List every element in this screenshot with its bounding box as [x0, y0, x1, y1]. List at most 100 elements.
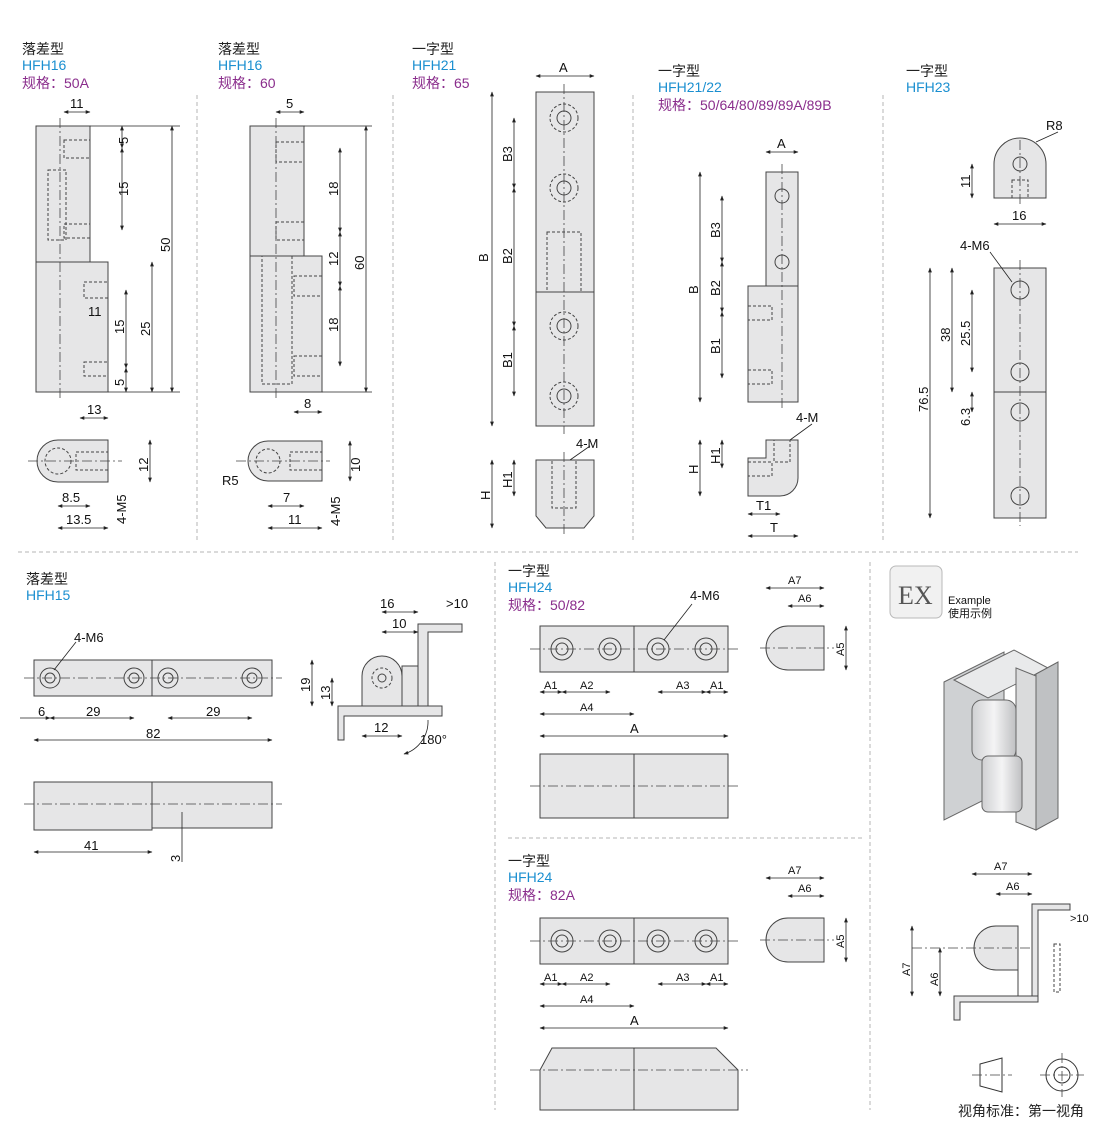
svg-text:规格：50/64/80/89/89A/89B: 规格：50/64/80/89/89A/89B [658, 97, 832, 113]
svg-text:H1: H1 [708, 447, 723, 464]
svg-text:HFH15: HFH15 [26, 587, 71, 603]
panel-hfh16-60: 落差型 HFH16 规格：60 60 18 12 18 5 8 10 R5 7 [218, 41, 372, 530]
svg-text:A3: A3 [676, 972, 689, 984]
svg-text:A6: A6 [1006, 881, 1019, 893]
svg-text:A1: A1 [544, 972, 557, 984]
svg-text:A: A [630, 721, 639, 736]
svg-text:19: 19 [298, 678, 313, 692]
svg-text:A6: A6 [798, 883, 811, 895]
svg-text:18: 18 [326, 318, 341, 332]
svg-text:13.5: 13.5 [66, 512, 91, 527]
svg-text:HFH23: HFH23 [906, 79, 951, 95]
svg-text:落差型: 落差型 [26, 571, 68, 587]
svg-text:H: H [686, 465, 701, 474]
svg-text:4-M5: 4-M5 [114, 494, 129, 524]
svg-text:76.5: 76.5 [916, 387, 931, 412]
svg-text:4-M6: 4-M6 [74, 630, 104, 645]
svg-text:13: 13 [318, 686, 333, 700]
svg-text:A2: A2 [580, 972, 593, 984]
svg-text:180°: 180° [420, 732, 447, 747]
svg-text:8: 8 [304, 396, 311, 411]
panel-separators [18, 95, 1078, 1110]
svg-text:B: B [476, 253, 491, 262]
svg-text:落差型: 落差型 [218, 41, 260, 57]
svg-text:4-M6: 4-M6 [690, 588, 720, 603]
svg-text:50: 50 [158, 238, 173, 252]
svg-text:HFH21/22: HFH21/22 [658, 79, 722, 95]
svg-text:HFH21: HFH21 [412, 57, 457, 73]
svg-text:5: 5 [116, 137, 131, 144]
svg-text:一字型: 一字型 [658, 63, 700, 79]
svg-text:38: 38 [938, 328, 953, 342]
svg-text:16: 16 [380, 596, 394, 611]
svg-text:一字型: 一字型 [508, 853, 550, 869]
svg-text:使用示例: 使用示例 [948, 606, 992, 620]
panel-hfh24-50-82: 一字型 HFH24 规格：50/82 4-M6 A1 A2 A3 A1 A4 A… [508, 563, 848, 819]
svg-text:29: 29 [206, 704, 220, 719]
svg-text:10: 10 [392, 616, 406, 631]
svg-text:A: A [559, 60, 568, 75]
svg-text:7: 7 [283, 490, 290, 505]
svg-text:4-M: 4-M [576, 436, 598, 451]
svg-text:规格：50/82: 规格：50/82 [508, 597, 585, 613]
panel-hfh21-22: 一字型 HFH21/22 规格：50/64/80/89/89A/89B A B … [658, 63, 832, 538]
svg-text:25: 25 [138, 322, 153, 336]
svg-text:6.3: 6.3 [958, 408, 973, 426]
svg-text:Example: Example [948, 595, 991, 607]
svg-text:规格：60: 规格：60 [218, 75, 276, 91]
svg-text:4-M6: 4-M6 [960, 238, 990, 253]
panel-hfh16-50a: 落差型 HFH16 规格：50A 50 5 15 25 15 5 11 11 1… [22, 41, 180, 530]
svg-text:15: 15 [112, 320, 127, 334]
panel-hfh24-82a: 一字型 HFH24 规格：82A A1 A2 A3 A1 A4 A A7 A6 … [508, 853, 848, 1111]
hinge-upper-leaf [35, 125, 91, 263]
hinge-upper-leaf [249, 125, 305, 257]
svg-text:H1: H1 [500, 471, 515, 488]
svg-text:5: 5 [112, 379, 127, 386]
svg-text:一字型: 一字型 [906, 63, 948, 79]
svg-text:15: 15 [116, 182, 131, 196]
svg-text:R5: R5 [222, 473, 239, 488]
svg-text:HFH24: HFH24 [508, 579, 553, 595]
svg-text:4-M5: 4-M5 [328, 496, 343, 526]
svg-text:B2: B2 [708, 280, 723, 296]
svg-text:B: B [686, 285, 701, 294]
svg-text:16: 16 [1012, 208, 1026, 223]
svg-text:A3: A3 [676, 680, 689, 692]
svg-text:B3: B3 [708, 222, 723, 238]
svg-text:A6: A6 [798, 593, 811, 605]
spec-label: 规格：50A [22, 75, 90, 91]
svg-text:11: 11 [70, 96, 84, 111]
example-3d-illustration [943, 649, 1059, 831]
svg-text:12: 12 [136, 458, 151, 472]
model-label: HFH16 [22, 57, 67, 73]
svg-text:3: 3 [168, 855, 183, 862]
svg-text:82: 82 [146, 726, 160, 741]
svg-text:A7: A7 [901, 963, 913, 976]
svg-text:T1: T1 [756, 498, 771, 513]
svg-text:18: 18 [326, 182, 341, 196]
svg-text:A7: A7 [788, 575, 801, 587]
svg-text:25.5: 25.5 [958, 321, 973, 346]
svg-text:B1: B1 [500, 352, 515, 368]
ex-badge [889, 565, 943, 619]
svg-text:13: 13 [87, 402, 101, 417]
panel-hfh21: 一字型 HFH21 规格：65 A B B3 B2 B1 4-M H H1 [412, 41, 598, 536]
svg-text:A1: A1 [544, 680, 557, 692]
svg-text:EX: EX [898, 581, 933, 610]
svg-text:>10: >10 [446, 596, 468, 611]
svg-text:T: T [770, 520, 778, 535]
svg-text:A: A [777, 136, 786, 151]
svg-text:规格：82A: 规格：82A [508, 887, 576, 903]
panel-example: EX Example 使用示例 A7 A6 >10 A7 A6 [889, 565, 1089, 1119]
panel-hfh15: 落差型 HFH15 4-M6 6 29 29 82 41 3 16 10 [20, 571, 468, 862]
panel-hfh23: 一字型 HFH23 R8 11 16 4-M6 76.5 38 25.5 6.3 [906, 63, 1063, 526]
svg-text:A1: A1 [710, 680, 723, 692]
svg-text:5: 5 [286, 96, 293, 111]
svg-text:A7: A7 [788, 865, 801, 877]
svg-text:A5: A5 [835, 935, 847, 948]
svg-text:A4: A4 [580, 994, 593, 1006]
type-label: 落差型 [22, 41, 64, 57]
svg-text:A5: A5 [835, 643, 847, 656]
svg-text:H: H [478, 491, 493, 500]
